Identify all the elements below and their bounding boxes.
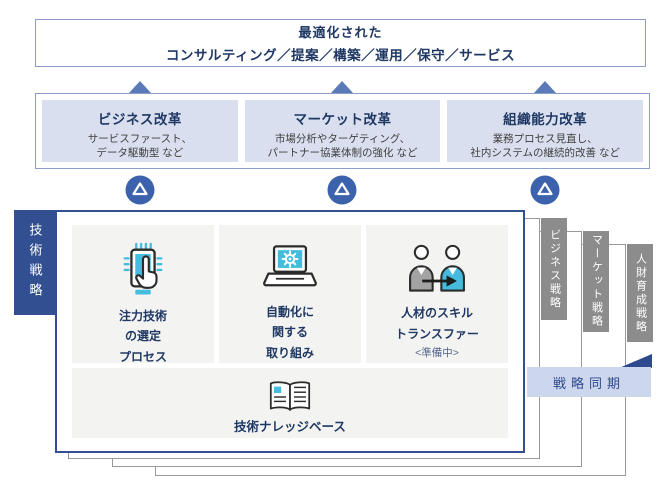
- reform-business: ビジネス改革 サービスファースト、 データ駆動型 など: [42, 100, 238, 162]
- card-label-line: トランスファー: [395, 326, 479, 341]
- banner-line2: コンサルティング／提案／構築／運用／保守／サービス: [165, 48, 516, 63]
- knowledge-book-icon: [269, 381, 311, 411]
- reform-organization: 組織能力改革 業務プロセス見直し、 社内システムの継続的改善 など: [447, 100, 644, 162]
- card-note: <準備中>: [415, 347, 459, 360]
- side-tab-label: マーケット戦略: [590, 234, 603, 329]
- side-tab-market-strategy: マーケット戦略: [583, 231, 609, 332]
- up-triangle-icon: [331, 81, 353, 93]
- reform-desc-line: 社内システムの継続的改善 など: [470, 147, 620, 160]
- card-label-line: プロセス: [118, 349, 167, 364]
- knowledge-base-label: 技術ナレッジベース: [234, 420, 346, 434]
- reform-container: ビジネス改革 サービスファースト、 データ駆動型 など マーケット改革 市場分析…: [35, 93, 650, 169]
- card-label-line: 関する: [271, 325, 308, 340]
- card-label-line: 取り組み: [265, 345, 314, 360]
- optimized-services-banner: 最適化された コンサルティング／提案／構築／運用／保守／サービス: [35, 19, 646, 67]
- reform-title: 組織能力改革: [503, 112, 588, 127]
- laptop-gear-icon: [263, 245, 317, 287]
- up-triangle-icon: [129, 81, 151, 93]
- strategy-sync-band: 戦略同期: [527, 367, 651, 397]
- card-focus-tech: 注力技術 の選定 プロセス: [72, 225, 214, 364]
- up-arrow-circle-icon: [327, 175, 357, 205]
- reform-market: マーケット改革 市場分析やターゲティング、 パートナー協業体制の強化 など: [244, 100, 441, 162]
- up-triangle-icon: [534, 81, 556, 93]
- banner-line1: 最適化された: [298, 25, 383, 40]
- reform-desc-line: 市場分析やターゲティング、: [274, 133, 411, 145]
- side-tab-business-strategy: ビジネス戦略: [541, 218, 567, 320]
- up-arrow-circle-icon: [530, 175, 560, 205]
- reform-title: マーケット改革: [293, 112, 392, 127]
- side-tab-hr-strategy: 人財育成戦略: [627, 244, 653, 342]
- card-label-line: 人材のスキル: [400, 306, 473, 321]
- tech-strategy-label: 技術戦略: [27, 222, 43, 303]
- card-knowledge-base: 技術ナレッジベース: [72, 368, 508, 438]
- reform-title: ビジネス改革: [97, 112, 182, 127]
- reform-desc-line: データ駆動型 など: [96, 147, 184, 160]
- tech-strategy-panel: 注力技術 の選定 プロセス: [55, 210, 525, 453]
- skill-transfer-icon: [409, 244, 465, 292]
- strategy-sync-label: 戦略同期: [552, 375, 625, 391]
- sync-arrow-icon: [619, 354, 652, 368]
- card-label-line: の選定: [124, 329, 161, 344]
- up-arrow-circle-icon: [125, 175, 155, 205]
- card-automation: 自動化に 関する 取り組み: [219, 225, 361, 363]
- smartphone-tap-icon: [123, 242, 163, 295]
- card-label-line: 自動化に: [265, 305, 314, 319]
- side-tab-label: 人財育成戦略: [634, 252, 647, 334]
- reform-desc-line: サービスファースト、: [87, 133, 192, 145]
- tech-strategy-tab: 技術戦略: [14, 210, 56, 315]
- reform-desc-line: 業務プロセス見直し、: [492, 133, 598, 145]
- side-tab-label: ビジネス戦略: [548, 228, 561, 310]
- card-skill-transfer: 人材のスキル トランスファー <準備中>: [366, 225, 508, 363]
- reform-desc-line: パートナー協業体制の強化 など: [267, 147, 418, 160]
- card-label-line: 注力技術: [118, 309, 167, 323]
